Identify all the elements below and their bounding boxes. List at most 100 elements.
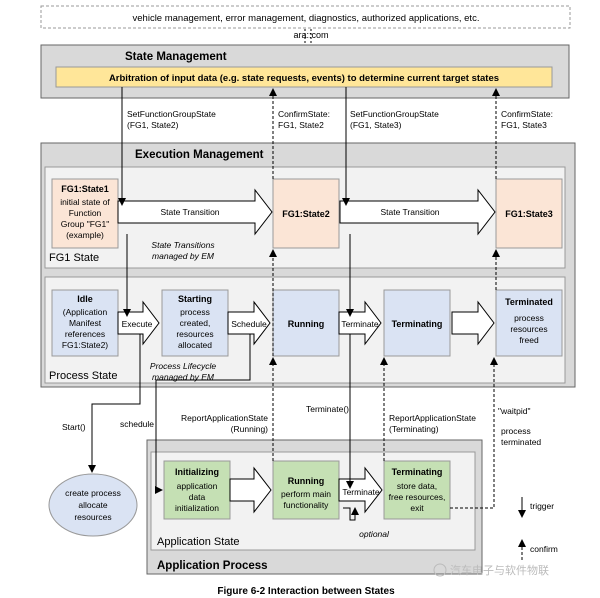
fg1-state1-title: FG1:State1: [61, 184, 109, 194]
running-process-title: Running: [288, 319, 325, 329]
report-terminating-label: ReportApplicationState: [389, 413, 476, 423]
idle-line: FG1:State2): [62, 340, 108, 350]
terminating-app-line: exit: [410, 503, 424, 513]
initializing-box: [163, 460, 231, 520]
starting-line: resources: [176, 329, 213, 339]
terminating-app-title: Terminating: [392, 467, 443, 477]
fg1-note-line: managed by EM: [152, 251, 215, 261]
terminated-line: process: [514, 313, 544, 323]
app-terminate-label: Terminate: [342, 487, 380, 497]
process-note-line: Process Lifecycle: [150, 361, 216, 371]
process-terminated-label: process: [501, 426, 531, 436]
state-transition-arrow-1: [117, 188, 273, 236]
starting-title: Starting: [178, 294, 212, 304]
starting-box: [161, 289, 229, 357]
terminated-arrow: [451, 300, 495, 346]
terminate-call-label: Terminate(): [306, 404, 349, 414]
start-arrow: [88, 334, 141, 473]
initializing-line: application: [177, 481, 218, 491]
set-fg-state-2-label: SetFunctionGroupState: [350, 109, 439, 119]
create-process-ellipse: [48, 473, 138, 537]
running-app-title: Running: [288, 476, 325, 486]
schedule-arrow: [227, 300, 271, 346]
optional-label: optional: [359, 529, 390, 539]
set-fg-state-2-label: (FG1, State3): [350, 120, 402, 130]
schedule-label: Schedule: [231, 319, 267, 329]
fg1-state3-title: FG1:State3: [505, 209, 553, 219]
fg1-state1-line: Group "FG1": [61, 219, 110, 229]
set-fg-state-1-label: (FG1, State2): [127, 120, 179, 130]
terminating-process-title: Terminating: [392, 319, 443, 329]
confirm-state-1-label: FG1, State2: [278, 120, 324, 130]
terminating-app-line: free resources,: [389, 492, 446, 502]
fg1-state3-box: [495, 178, 563, 249]
figure-caption: Figure 6-2 Interaction between States: [217, 586, 395, 597]
initializing-title: Initializing: [175, 467, 219, 477]
running-app-line: perform main: [281, 489, 331, 499]
idle-line: (Application: [63, 307, 108, 317]
confirm-state-1-label: ConfirmState:: [278, 109, 330, 119]
starting-line: process: [180, 307, 210, 317]
running-process-box: [272, 289, 340, 357]
report-running-label: ReportApplicationState: [181, 413, 268, 423]
state-transition-1-label: State Transition: [160, 207, 219, 217]
create-process-line: create process: [65, 488, 121, 498]
terminated-line: freed: [519, 335, 539, 345]
fg1-state2-title: FG1:State2: [282, 209, 330, 219]
terminating-app-box: [383, 460, 451, 520]
confirm-state-2-label: ConfirmState:: [501, 109, 553, 119]
terminated-box: [495, 289, 563, 357]
running-app-line: functionality: [284, 500, 330, 510]
legend-confirm-label: confirm: [530, 544, 558, 554]
watermark: 汽车电子与软件物联: [433, 563, 549, 577]
start-label: Start(): [62, 422, 86, 432]
legend-trigger-label: trigger: [530, 501, 554, 511]
schedule-edge-label: schedule: [120, 419, 154, 429]
idle-line: Manifest: [69, 318, 102, 328]
application-state-label: Application State: [157, 536, 240, 548]
waitpid-label: "waitpid": [498, 406, 531, 416]
arbitration-box: [55, 66, 553, 88]
create-process-line: allocate: [78, 500, 108, 510]
application-process-title: Application Process: [157, 560, 268, 572]
fg1-state1-line: Function: [69, 208, 102, 218]
arbitration-text: Arbitration of input data (e.g. state re…: [109, 73, 499, 84]
fg1-state-label: FG1 State: [49, 252, 99, 264]
execute-label: Execute: [122, 319, 153, 329]
schedule-edge-arrow: [155, 334, 251, 494]
state-management-title: State Management: [125, 51, 227, 63]
terminating-process-box: [383, 289, 451, 357]
terminate-label: Terminate: [341, 319, 379, 329]
top-context-box: [40, 5, 571, 29]
starting-line: allocated: [178, 340, 212, 350]
starting-line: created,: [180, 318, 211, 328]
state-transition-2-label: State Transition: [380, 207, 439, 217]
state-transition-arrow-2: [339, 188, 496, 236]
optional-arrow: [343, 507, 359, 521]
terminated-line: resources: [510, 324, 547, 334]
set-fg-state-1-label: SetFunctionGroupState: [127, 109, 216, 119]
fg1-state1-line: initial state of: [60, 197, 110, 207]
terminating-app-line: store data,: [397, 481, 437, 491]
initializing-line: initialization: [175, 503, 219, 513]
init-to-running-arrow: [229, 466, 272, 514]
report-terminating-label: (Terminating): [389, 424, 439, 434]
process-note-line: managed by EM: [152, 372, 215, 382]
execution-management-title: Execution Management: [135, 149, 264, 161]
terminated-title: Terminated: [505, 297, 553, 307]
watermark-text: 汽车电子与软件物联: [450, 563, 549, 577]
initializing-line: data: [189, 492, 206, 502]
idle-line: references: [65, 329, 105, 339]
top-context-text: vehicle management, error management, di…: [133, 13, 480, 24]
idle-title: Idle: [77, 294, 93, 304]
create-process-line: resources: [74, 512, 111, 522]
fg1-state2-box: [272, 178, 340, 249]
fg1-state1-line: (example): [66, 230, 104, 240]
running-app-box: [272, 460, 340, 520]
report-running-label: (Running): [231, 424, 268, 434]
process-state-label: Process State: [49, 370, 117, 382]
confirm-state-2-label: FG1, State3: [501, 120, 547, 130]
watermark-icon: [433, 563, 447, 577]
fg1-note-line: State Transitions: [151, 240, 215, 250]
